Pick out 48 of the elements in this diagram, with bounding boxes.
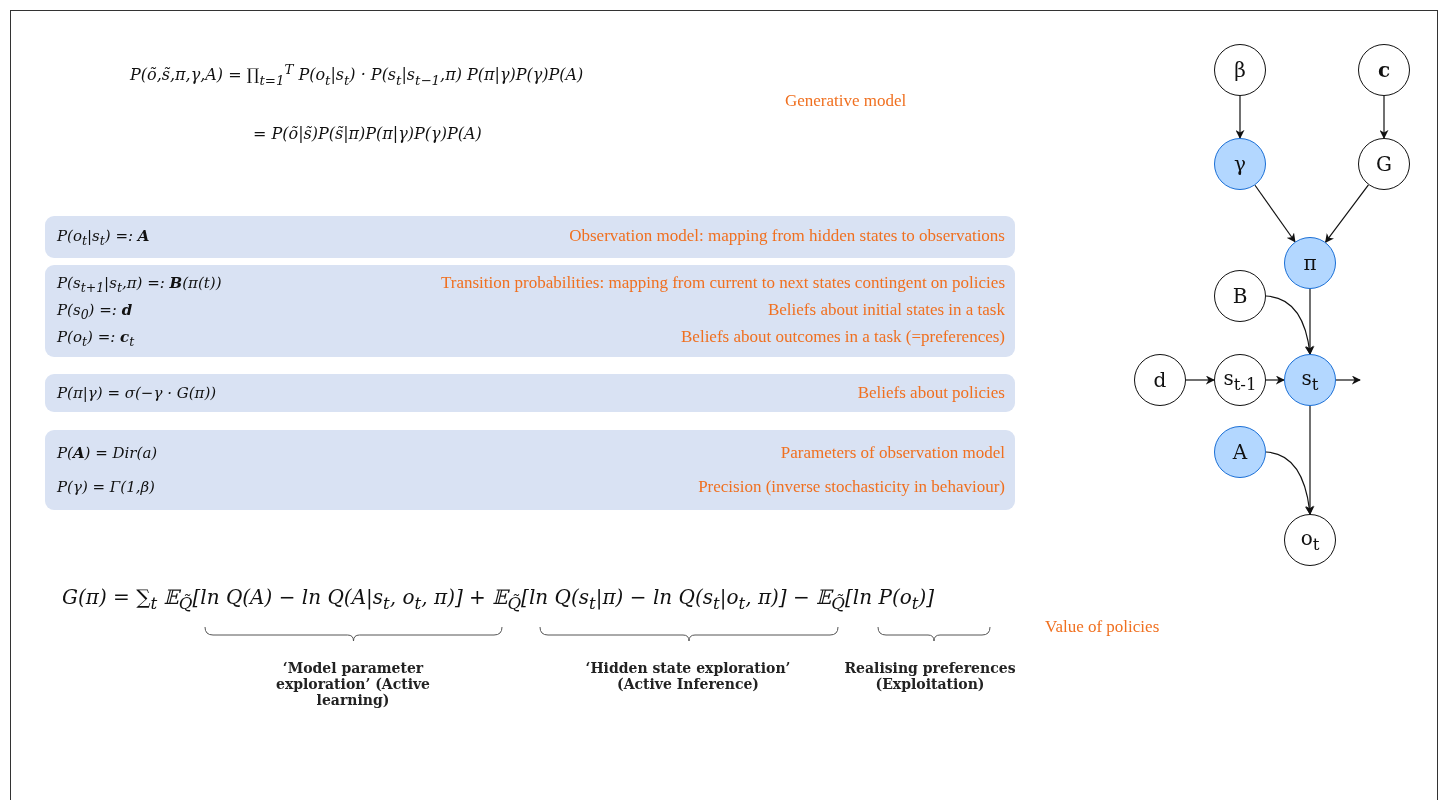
formula-band — [45, 216, 1015, 258]
description-text: Parameters of observation model — [780, 443, 1005, 463]
arrow — [1265, 295, 1314, 355]
arrow — [1254, 184, 1296, 243]
formula: P(s$_{0}$) =: d — [57, 301, 133, 322]
annotation-text: Value of policies — [1045, 617, 1160, 637]
arrow — [1265, 375, 1285, 385]
variable-circle: s$_{t}$ — [1284, 354, 1336, 406]
formula: P(s$_{t+1}$|s$_{t}$,π) =: B(π(t)) — [57, 274, 222, 296]
equation: G(π) = ∑$_{t}$ 𝔼$_{Q̃}$[ln Q(A) − ln Q(A|s$_{t}$, o$_{t}$, π)] + 𝔼$_{Q̃}$[ln Q(s$_{t}$|π) − ln Q(s$_{t}$|o$_{t}$, π)] − 𝔼$_{Q̃}$[ln P(o$_{t}$)] — [62, 585, 935, 613]
brace-caption: Realising preferences (Exploitation) — [843, 660, 1017, 692]
variable-circle: A — [1214, 426, 1266, 478]
formula: P(o$_{t}$) =: c$_{t}$ — [57, 327, 135, 349]
formula: P(γ) = Γ(1,β) — [57, 478, 155, 496]
variable-circle: d — [1134, 354, 1186, 406]
equation: = P(õ|s̃)P(s̃|π)P(π|γ)P(γ)P(A) — [253, 124, 482, 143]
variable-circle: β — [1214, 44, 1266, 96]
arrow — [1335, 375, 1361, 385]
arrow — [1324, 184, 1370, 243]
variable-circle: s$_{t-1}$ — [1214, 354, 1266, 406]
equation: P(õ,s̃,π,γ,A) = ∏$_{t=1}$$^{T}$ P(o$_{t}$|s$_{t}$) · P(s$_{t}$|s$_{t−1}$,π) P(π|γ)P(γ)P(A) — [130, 62, 584, 88]
variable-circle: c — [1358, 44, 1410, 96]
variable-circle: G — [1358, 138, 1410, 190]
formula: P(π|γ) = σ(−γ · G(π)) — [57, 384, 217, 402]
variable-circle: γ — [1214, 138, 1266, 190]
formula-band — [45, 430, 1015, 510]
formula-band — [45, 265, 1015, 357]
annotation-text: Generative model — [785, 91, 907, 111]
variable-circle: B — [1214, 270, 1266, 322]
arrow — [1235, 95, 1245, 139]
description-text: Beliefs about outcomes in a task (=preferences) — [681, 326, 1005, 347]
brace-caption: ‘Hidden state exploration’ (Active Inference) — [584, 660, 792, 692]
description-text: Observation model: mapping from hidden states to observations — [569, 226, 1005, 246]
formula: P(o$_{t}$|s$_{t}$) =: A — [57, 227, 150, 248]
variable-circle: o$_{t}$ — [1284, 514, 1336, 566]
arrow — [1185, 375, 1215, 385]
arrow — [1265, 451, 1314, 515]
arrow — [1305, 405, 1315, 515]
arrow — [1305, 288, 1315, 355]
description-text: Transition probabilities: mapping from current to next states contingent on policies — [440, 273, 1005, 294]
brace-caption: ‘Model parameter exploration’ (Active learning) — [274, 660, 431, 708]
variable-circle: π — [1284, 237, 1336, 289]
description-text: Beliefs about policies — [857, 383, 1005, 403]
description-text: Precision (inverse stochasticity in behaviour) — [698, 477, 1005, 497]
formula: P(A) = Dir(a) — [57, 444, 158, 462]
description-text: Beliefs about initial states in a task — [768, 300, 1005, 320]
arrow — [1379, 95, 1389, 139]
formula-band — [45, 374, 1015, 412]
